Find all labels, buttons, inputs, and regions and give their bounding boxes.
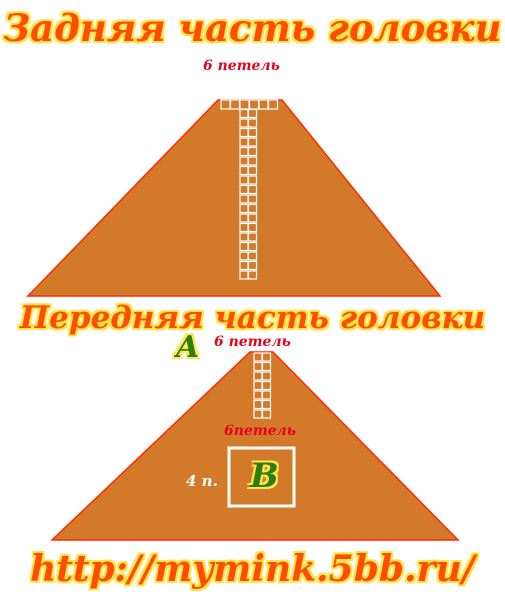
front-grid-cell (261, 390, 272, 400)
back-grid-cell (247, 184, 258, 195)
front-grid-cell (261, 409, 272, 419)
footer-url[interactable]: http://mymink.5bb.ru/ (30, 548, 475, 590)
back-grid-cell (247, 137, 258, 147)
back-grid-cell (247, 213, 258, 223)
back-grid-cell (247, 241, 258, 252)
back-grid-cell (247, 127, 258, 138)
front-piece-trapezoid (50, 351, 460, 541)
front-grid-cell (261, 361, 272, 372)
back-grid-cell (247, 194, 258, 204)
back-grid-cell (247, 222, 258, 233)
back-stitch-grid (220, 99, 279, 280)
back-grid-cell (247, 232, 258, 242)
back-grid-cell (247, 175, 258, 185)
back-grid-cell (247, 156, 258, 166)
front-grid-cell (261, 352, 272, 362)
box-height-label: 4 п. (186, 472, 218, 490)
back-piece-trapezoid (26, 99, 442, 297)
back-grid-cell (247, 108, 258, 119)
front-grid-cell (261, 380, 272, 391)
back-stitch-label: 6 петель (203, 58, 280, 74)
marker-a: A (176, 330, 200, 365)
back-grid-cell (247, 118, 258, 128)
back-grid-cell (267, 99, 279, 110)
back-grid-cell (247, 260, 258, 271)
front-stitch-label: 6 петель (214, 334, 291, 350)
back-grid-cell (247, 146, 258, 157)
marker-b: B (250, 456, 279, 496)
box-width-label: 6петель (224, 423, 297, 439)
front-stitch-grid (253, 352, 272, 419)
back-grid-cell (247, 165, 258, 176)
back-grid-cell (247, 270, 258, 280)
front-grid-cell (261, 371, 272, 381)
box-b-outline (227, 446, 296, 508)
front-grid-cell (261, 399, 272, 410)
back-grid-cell (247, 251, 258, 261)
front-section-title: Передняя часть головки (19, 300, 486, 336)
back-section-title: Задняя часть головки (3, 6, 502, 50)
back-grid-cell (247, 203, 258, 214)
